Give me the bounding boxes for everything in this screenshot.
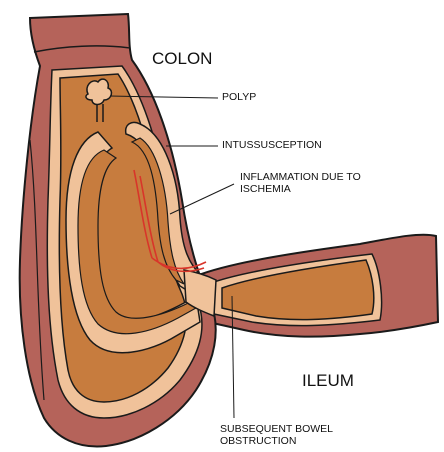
inflammation-label-line2: ISCHEMIA xyxy=(240,184,291,195)
obstruction-label-line1: SUBSEQUENT BOWEL xyxy=(220,424,333,435)
colon-label: COLON xyxy=(152,50,212,68)
obstruction-label-line2: OBSTRUCTION xyxy=(220,436,296,447)
polyp-label: POLYP xyxy=(222,92,256,103)
ileum-label: ILEUM xyxy=(302,372,354,390)
inflammation-label-line1: INFLAMMATION DUE TO xyxy=(240,172,361,183)
intussusception-label: INTUSSUSCEPTION xyxy=(222,140,322,151)
